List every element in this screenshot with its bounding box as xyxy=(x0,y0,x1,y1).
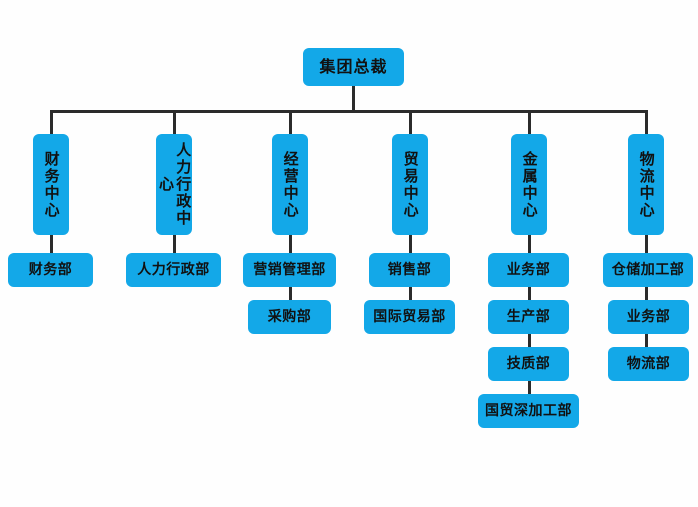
node-center-logistics[interactable]: 物流中心 xyxy=(628,134,664,235)
connector-drop-metal xyxy=(528,110,531,134)
node-dept-finance-1[interactable]: 财务部 xyxy=(8,253,93,287)
node-dept-hr-1[interactable]: 人力行政部 xyxy=(126,253,221,287)
node-dept-metal-4[interactable]: 国贸深加工部 xyxy=(478,394,579,428)
node-dept-metal-1[interactable]: 业务部 xyxy=(488,253,569,287)
connector-horizontal-bus xyxy=(51,110,648,113)
node-center-trade[interactable]: 贸易中心 xyxy=(392,134,428,235)
node-dept-operations-2[interactable]: 采购部 xyxy=(248,300,331,334)
connector-metal-2-3 xyxy=(528,334,531,347)
node-center-metal[interactable]: 金属中心 xyxy=(511,134,547,235)
connector-operations-dept1 xyxy=(289,235,292,254)
connector-metal-3-4 xyxy=(528,381,531,394)
node-dept-metal-3[interactable]: 技质部 xyxy=(488,347,569,381)
node-center-operations[interactable]: 经营中心 xyxy=(272,134,308,235)
connector-hr-dept1 xyxy=(173,235,176,254)
connector-drop-finance xyxy=(50,110,53,134)
connector-drop-operations xyxy=(289,110,292,134)
node-dept-logistics-1[interactable]: 仓储加工部 xyxy=(603,253,693,287)
connector-drop-logistics xyxy=(645,110,648,134)
node-dept-metal-2[interactable]: 生产部 xyxy=(488,300,569,334)
node-dept-trade-2[interactable]: 国际贸易部 xyxy=(364,300,455,334)
connector-drop-trade xyxy=(409,110,412,134)
connector-operations-1-2 xyxy=(289,287,292,300)
node-root-president[interactable]: 集团总裁 xyxy=(303,48,404,86)
node-dept-trade-1[interactable]: 销售部 xyxy=(369,253,450,287)
connector-logistics-1-2 xyxy=(645,287,648,300)
connector-metal-1-2 xyxy=(528,287,531,300)
connector-trade-dept1 xyxy=(409,235,412,254)
node-dept-logistics-3[interactable]: 物流部 xyxy=(608,347,689,381)
node-center-hr[interactable]: 人力行政中心 xyxy=(156,134,192,235)
connector-root-stem xyxy=(352,86,355,112)
connector-metal-dept1 xyxy=(528,235,531,254)
node-dept-logistics-2[interactable]: 业务部 xyxy=(608,300,689,334)
connector-drop-hr xyxy=(173,110,176,134)
connector-logistics-dept1 xyxy=(645,235,648,254)
connector-finance-dept1 xyxy=(50,235,53,254)
node-dept-operations-1[interactable]: 营销管理部 xyxy=(243,253,336,287)
connector-trade-1-2 xyxy=(409,287,412,300)
connector-logistics-2-3 xyxy=(645,334,648,347)
node-center-finance[interactable]: 财务中心 xyxy=(33,134,69,235)
